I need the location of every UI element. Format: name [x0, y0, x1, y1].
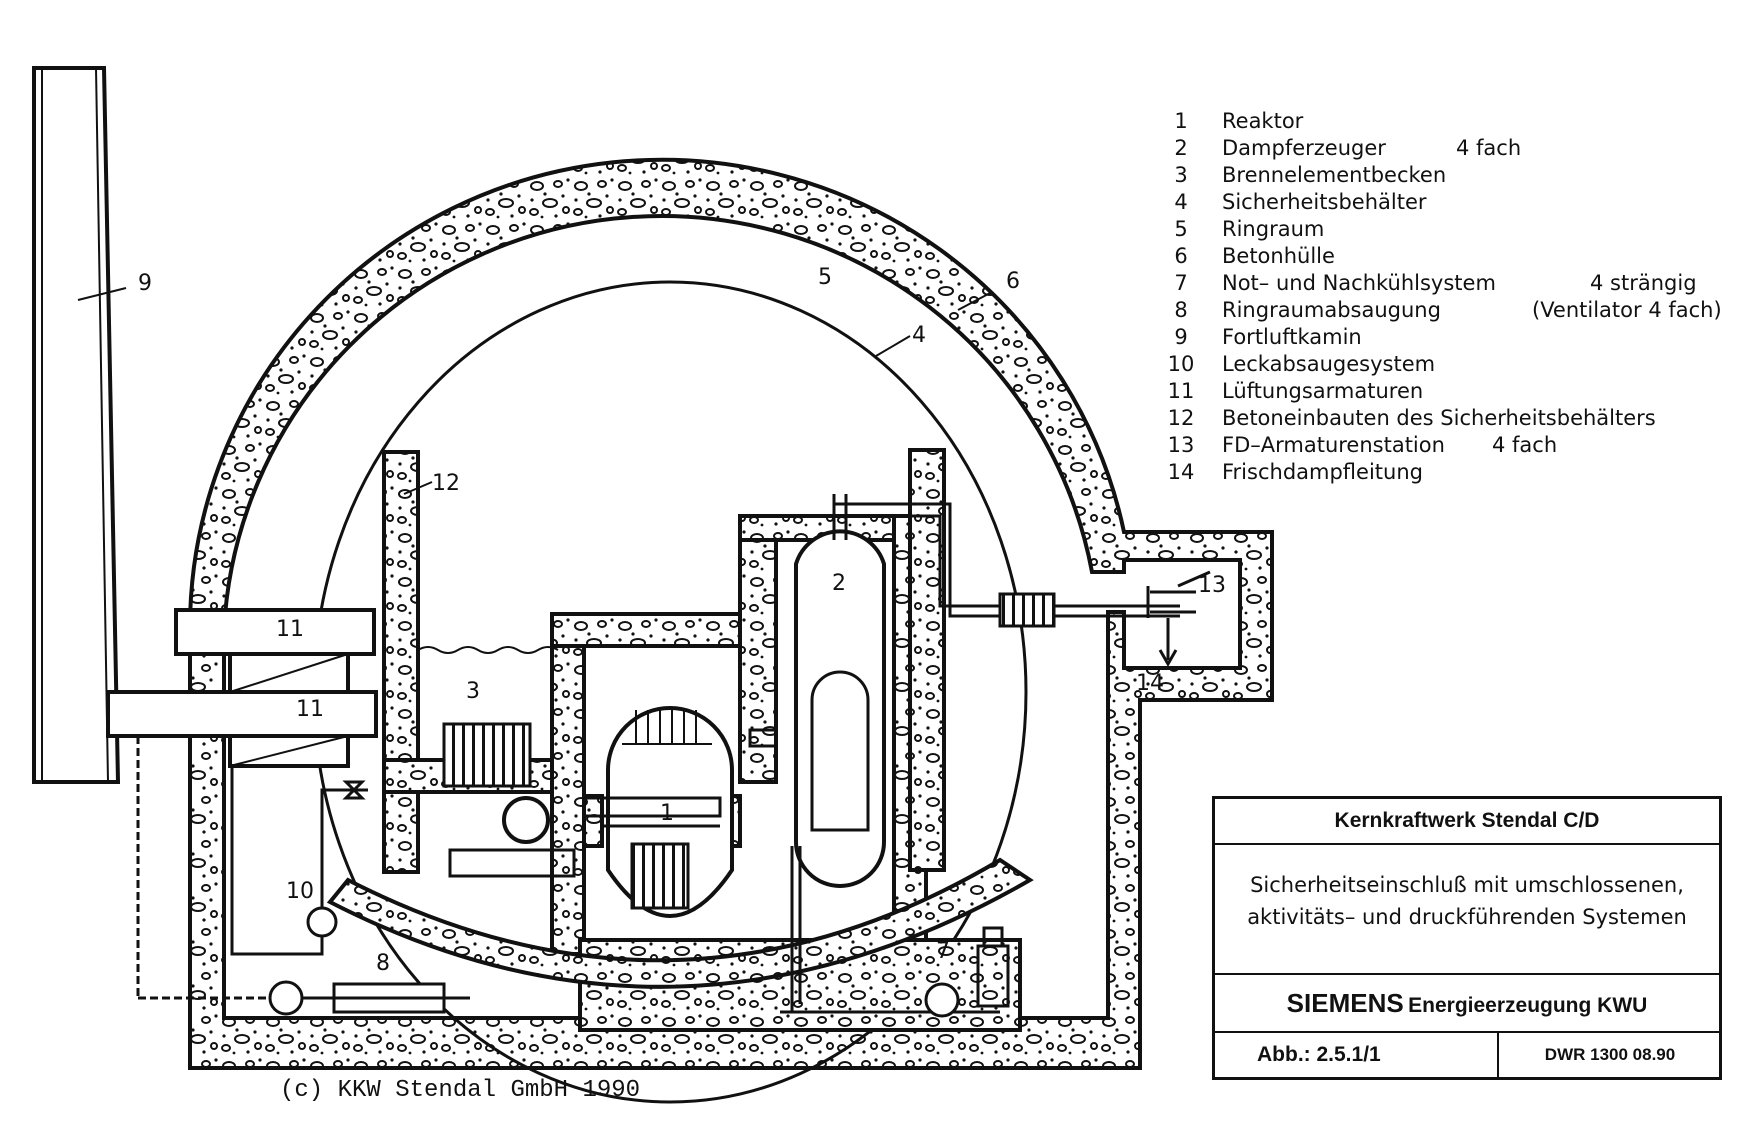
company-row: SIEMENS Energieerzeugung KWU [1215, 975, 1719, 1033]
label-7: 7 [936, 939, 950, 964]
drawing-description: Sicherheitseinschluß mit umschlossenen, … [1215, 843, 1719, 975]
copyright-notice: (c) KKW Stendal GmbH 1990 [280, 1077, 641, 1104]
label-12: 12 [432, 471, 460, 496]
primary-loop [448, 494, 1180, 878]
label-6: 6 [1006, 269, 1020, 294]
label-8: 8 [376, 951, 390, 976]
steam-generator [794, 529, 886, 888]
extraction-systems [136, 736, 470, 1016]
company-brand: SIEMENS [1286, 988, 1404, 1018]
plant-name: Kernkraftwerk Stendal C/D [1215, 799, 1719, 845]
description-line-2: aktivitäts– und druckführenden Systemen [1247, 905, 1687, 929]
label-5: 5 [818, 265, 832, 290]
emergency-cooling [780, 846, 1010, 1018]
label-14: 14 [1136, 671, 1164, 696]
description-line-1: Sicherheitseinschluß mit umschlossenen, [1250, 873, 1684, 897]
label-10: 10 [286, 879, 314, 904]
company-division: Energieerzeugung KWU [1408, 994, 1648, 1017]
label-1: 1 [660, 801, 674, 826]
label-9: 9 [138, 271, 152, 296]
fd-valve-station [1146, 570, 1211, 668]
label-11a: 11 [276, 617, 304, 642]
label-3: 3 [466, 679, 480, 704]
figure-number: Abb.: 2.5.1/1 [1215, 1033, 1499, 1077]
label-4: 4 [912, 323, 926, 348]
label-11b: 11 [296, 697, 324, 722]
ventilation-fittings [106, 608, 378, 768]
leader-lines [77, 287, 993, 495]
fuel-pool-water [417, 646, 559, 654]
label-2: 2 [832, 571, 846, 596]
reactor-vessel [606, 706, 734, 918]
exhaust-stack [32, 66, 121, 784]
title-block: Kernkraftwerk Stendal C/D Sicherheitsein… [1212, 796, 1722, 1080]
concrete-shell [187, 157, 1274, 1070]
label-13: 13 [1198, 573, 1226, 598]
drawing-code: DWR 1300 08.90 [1544, 1045, 1676, 1064]
fuel-rack [442, 722, 532, 788]
